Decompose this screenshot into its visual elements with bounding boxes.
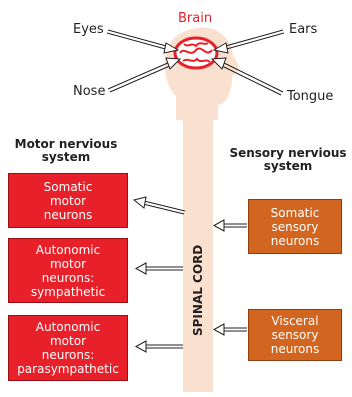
spinal-cord-label: SPINAL CORD — [191, 256, 205, 336]
visceral-sensory-neurons-box: Visceral sensory neurons — [248, 309, 342, 361]
somatic-motor-neurons-label: Somatic motor neurons — [44, 180, 93, 222]
parasympathetic-motor-neurons-box: Autonomic motor neurons: parasympathetic — [8, 315, 128, 381]
somatic-sensory-neurons-box: Somatic sensory neurons — [248, 199, 342, 254]
arrow-to-sympathetic — [136, 263, 183, 274]
nose-label: Nose — [73, 84, 105, 99]
somatic-motor-neurons-box: Somatic motor neurons — [8, 173, 128, 228]
arrow-from-visceral-sensory — [214, 324, 247, 335]
arrow-to-parasympathetic — [136, 341, 183, 352]
sensory-system-heading: Sensory nervious system — [224, 147, 352, 173]
eyes-arrow — [107, 30, 178, 53]
motor-system-heading: Motor nervious system — [6, 138, 126, 164]
parasympathetic-motor-neurons-label: Autonomic motor neurons: parasympathetic — [17, 320, 119, 376]
eyes-label: Eyes — [73, 22, 104, 37]
ears-label: Ears — [289, 22, 317, 37]
arrow-from-somatic-sensory — [214, 220, 247, 231]
brain-label: Brain — [178, 11, 212, 26]
sympathetic-motor-neurons-label: Autonomic motor neurons: sympathetic — [31, 243, 105, 299]
sympathetic-motor-neurons-box: Autonomic motor neurons: sympathetic — [8, 238, 128, 303]
arrow-to-somatic-motor — [134, 197, 185, 214]
somatic-sensory-neurons-label: Somatic sensory neurons — [271, 206, 320, 248]
visceral-sensory-neurons-label: Visceral sensory neurons — [271, 314, 319, 356]
brain-icon — [175, 38, 217, 68]
tongue-label: Tongue — [287, 89, 333, 104]
